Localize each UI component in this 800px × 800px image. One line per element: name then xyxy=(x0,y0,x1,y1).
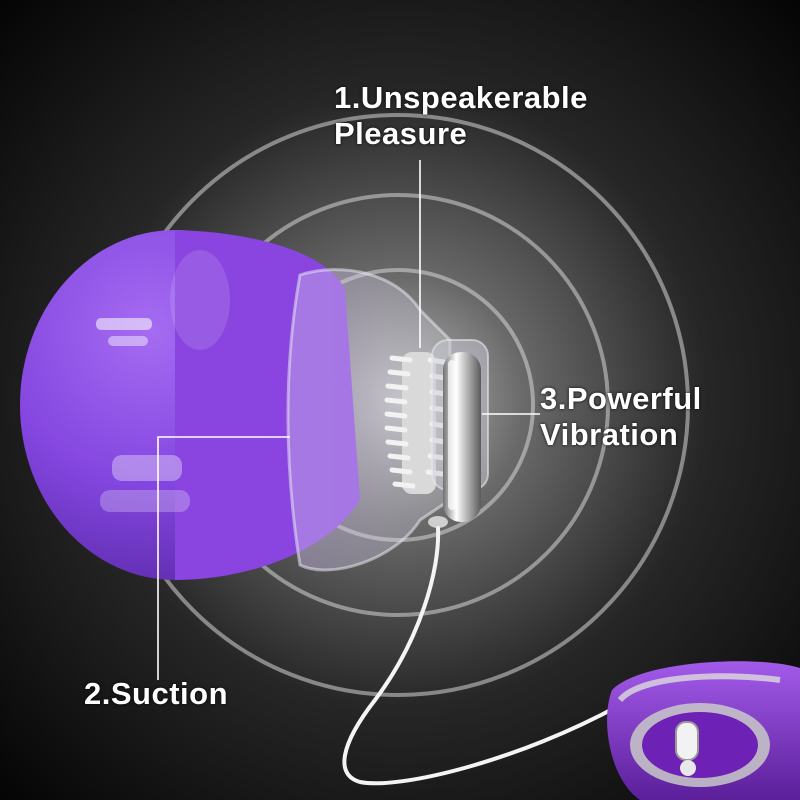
label-suction-line1: 2.Suction xyxy=(84,676,229,711)
remote-button-icon xyxy=(675,721,699,761)
label-suction: 2.Suction xyxy=(84,676,228,712)
bullet-vibrator xyxy=(428,339,489,528)
leader-lines xyxy=(157,160,540,680)
clear-shell xyxy=(286,268,452,572)
remote-dial-icon xyxy=(680,760,696,776)
leader-line-suction xyxy=(157,436,290,680)
bulb-highlights xyxy=(96,250,230,512)
cable xyxy=(342,526,622,786)
label-vibration: 3.Powerful Vibration xyxy=(540,381,702,453)
label-vibration-line1: 3.Powerful xyxy=(540,381,702,416)
label-pleasure-line2: Pleasure xyxy=(334,116,468,151)
label-pleasure: 1.Unspeakerable Pleasure xyxy=(334,80,588,152)
label-pleasure-line1: 1.Unspeakerable xyxy=(334,80,588,115)
remote-controller xyxy=(607,661,800,800)
label-vibration-line2: Vibration xyxy=(540,417,679,452)
